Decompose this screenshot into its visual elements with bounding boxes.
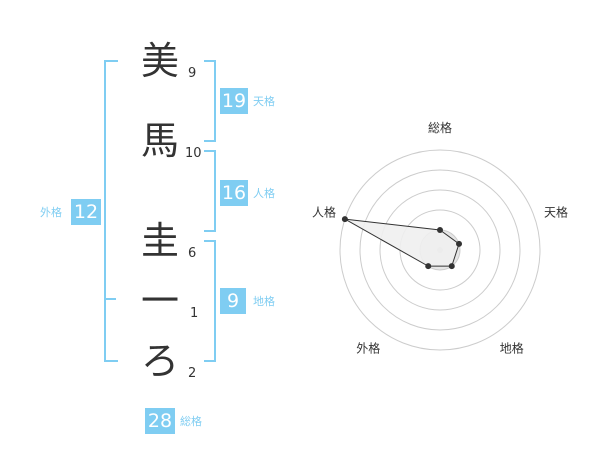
radar-axis-label-2: 天格 xyxy=(544,204,568,219)
soukaku-badge: 28 xyxy=(145,408,175,434)
gaikaku-bracket xyxy=(104,60,118,362)
tenkaku-label: 天格 xyxy=(253,95,275,108)
chikaku-label: 地格 xyxy=(253,295,275,308)
jinkaku-bracket xyxy=(204,150,216,232)
tenkaku-bracket xyxy=(204,60,216,142)
radar-point-2 xyxy=(456,240,463,247)
gaikaku-label: 外格 xyxy=(40,206,62,219)
name-char-3: 圭 xyxy=(140,219,179,263)
radar-grid-ring-3 xyxy=(379,189,501,311)
gaikaku-badge: 12 xyxy=(71,199,101,225)
soukaku-label: 総格 xyxy=(180,415,202,428)
radar-point-4 xyxy=(425,263,432,270)
radar-grid-ring-4 xyxy=(359,169,521,331)
radar-point-3 xyxy=(448,263,455,270)
radar-axis-label-4: 外格 xyxy=(356,341,380,356)
gaikaku-bracket-tick xyxy=(104,298,116,300)
chikaku-bracket xyxy=(204,240,216,362)
name-char-4: 一 xyxy=(140,279,179,323)
radar-axis-label-1: 総格 xyxy=(428,120,452,135)
stroke-count-3: 6 xyxy=(188,246,197,261)
stroke-count-4: 1 xyxy=(190,306,199,321)
radar-grid-ring-5 xyxy=(339,149,541,351)
radar-polygon xyxy=(344,218,460,267)
jinkaku-label: 人格 xyxy=(253,187,275,200)
radar-axis-label-3: 地格 xyxy=(500,341,524,356)
jinkaku-badge: 16 xyxy=(220,180,248,206)
radar-axis-label-5: 人格 xyxy=(312,204,336,219)
name-char-5: ろ xyxy=(140,339,179,383)
radar-point-5 xyxy=(341,216,348,223)
stroke-count-5: 2 xyxy=(188,366,197,381)
chikaku-badge: 9 xyxy=(220,288,246,314)
tenkaku-badge: 19 xyxy=(220,88,248,114)
radar-point-1 xyxy=(437,227,443,233)
name-char-1: 美 xyxy=(140,39,179,83)
stroke-count-2: 10 xyxy=(185,146,202,161)
stroke-count-1: 9 xyxy=(188,66,197,81)
name-char-2: 馬 xyxy=(140,119,179,163)
